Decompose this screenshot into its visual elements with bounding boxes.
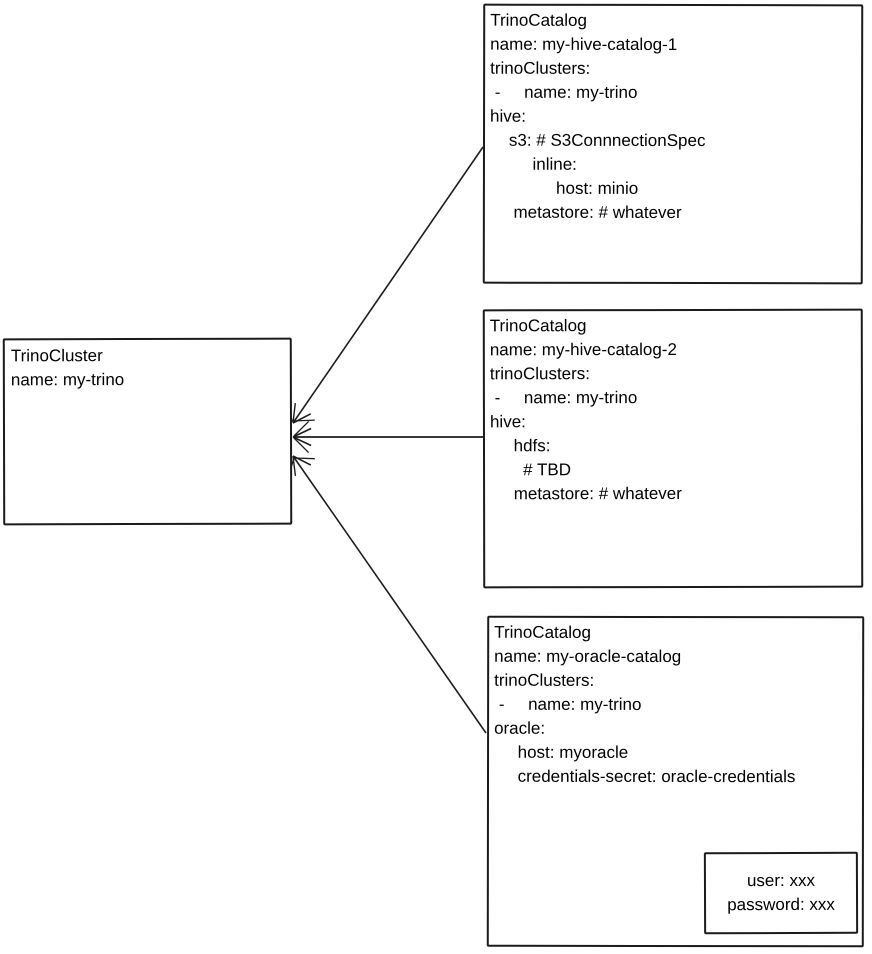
text-line: name: my-hive-catalog-1	[490, 34, 678, 55]
text-line: hive:	[490, 106, 526, 126]
trino-catalog-node-hive-2: TrinoCatalog name: my-hive-catalog-2 trino…	[482, 308, 864, 589]
trino-cluster-node: TrinoCluster name: my-trino	[2, 337, 293, 526]
text-line: TrinoCatalog	[494, 622, 591, 642]
text-line: # TBD	[490, 460, 571, 480]
text-line: name: my-oracle-catalog	[494, 646, 682, 667]
text-line: name: my-hive-catalog-2	[489, 339, 677, 360]
text-line: hdfs:	[489, 436, 551, 456]
text-line: password: xxx	[727, 894, 835, 915]
text-line: hive:	[489, 412, 526, 432]
text-line: host: minio	[489, 178, 639, 198]
text-line: user: xxx	[746, 870, 815, 891]
text-line: name: my-trino	[10, 370, 125, 390]
oracle-credentials-secret-node: user: xxx password: xxx	[703, 851, 859, 935]
text-line: credentials-secret: oracle-credentials	[493, 766, 796, 787]
oracle-credentials-secret-text: user: xxx password: xxx	[727, 869, 835, 917]
trino-catalog-node-hive-1: TrinoCatalog name: my-hive-catalog-1 trino…	[482, 3, 864, 285]
text-line: host: myoracle	[494, 742, 629, 762]
text-line: trinoClusters:	[490, 58, 591, 78]
trino-catalog-hive-2-text: TrinoCatalog name: my-hive-catalog-2 trino…	[485, 311, 861, 510]
connector-catalog2-to-cluster	[292, 420, 483, 454]
text-line: s3: # S3ConnnectionSpec	[489, 130, 706, 151]
text-line: oracle:	[494, 718, 546, 738]
text-line: metastore: # whatever	[490, 483, 682, 504]
text-line: - name: my-trino	[489, 388, 638, 408]
text-line: trinoClusters:	[494, 670, 595, 690]
text-line: TrinoCatalog	[489, 316, 587, 336]
text-line: metastore: # whatever	[489, 202, 682, 223]
connector-catalog1-to-cluster	[287, 146, 484, 424]
text-line: - name: my-trino	[494, 694, 642, 714]
text-line: TrinoCatalog	[490, 10, 587, 30]
trino-catalog-oracle-text: TrinoCatalog name: my-oracle-catalog trino…	[489, 618, 862, 793]
trino-cluster-text: TrinoCluster name: my-trino	[5, 340, 290, 397]
text-line: TrinoCluster	[10, 346, 103, 366]
text-line: - name: my-trino	[490, 82, 638, 102]
text-line: inline:	[489, 154, 577, 174]
connector-catalog3-to-cluster	[287, 455, 487, 734]
trino-catalog-hive-1-text: TrinoCatalog name: my-hive-catalog-1 trino…	[485, 6, 861, 229]
text-line: trinoClusters:	[489, 364, 591, 384]
